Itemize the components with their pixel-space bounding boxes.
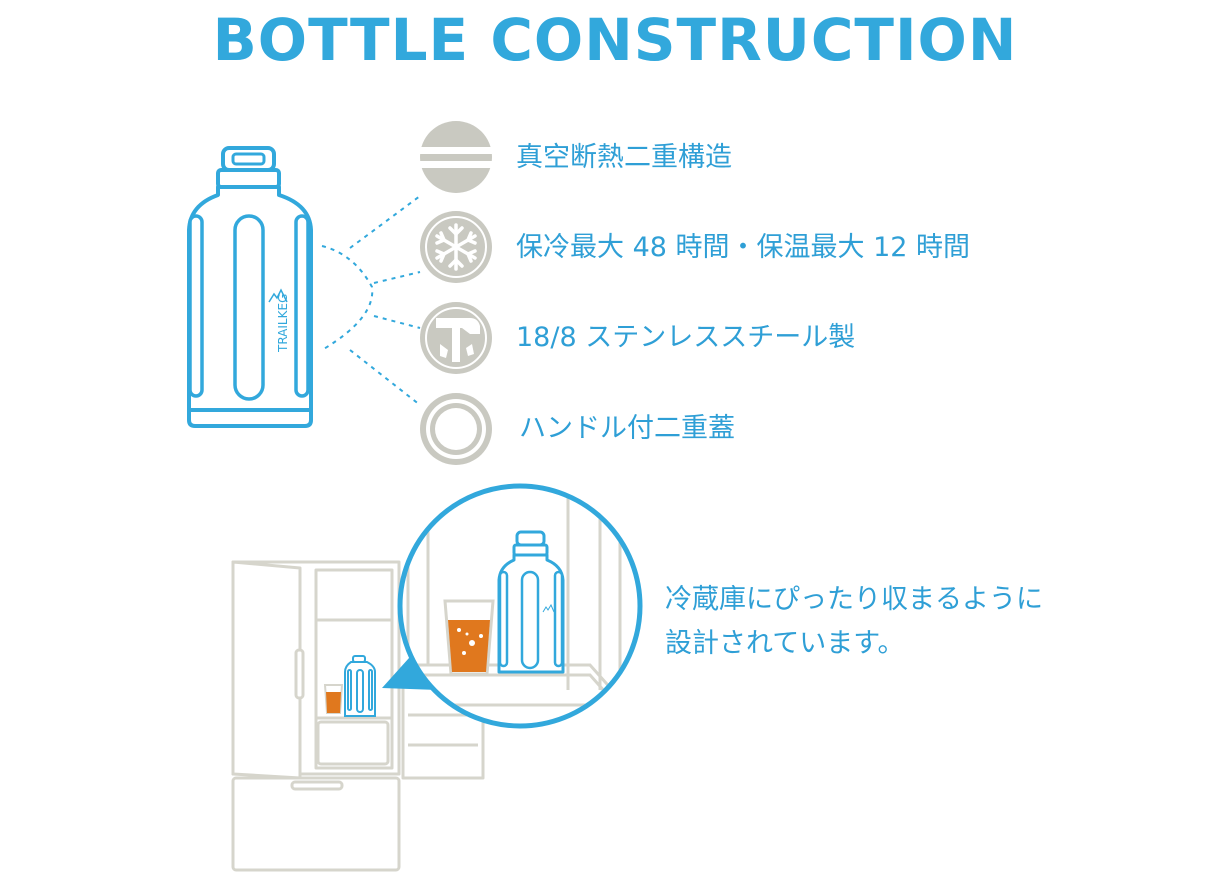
fridge-door-handle bbox=[294, 648, 305, 700]
hammer-icon bbox=[420, 302, 492, 374]
bottle-base bbox=[187, 408, 313, 428]
bottle-brand-text: TRAILKEG bbox=[276, 294, 290, 353]
bottle-rib bbox=[233, 214, 265, 401]
double-wall-icon bbox=[420, 121, 492, 193]
page-title: BOTTLE CONSTRUCTION bbox=[212, 6, 1018, 74]
feature-label-double-wall: 真空断熱二重構造 bbox=[516, 142, 732, 173]
lid-ring-icon bbox=[420, 393, 492, 465]
fridge-left-door bbox=[231, 560, 302, 780]
bottle-rib bbox=[188, 214, 204, 398]
magnifier-ring bbox=[397, 483, 643, 729]
feature-label-lid: ハンドル付二重蓋 bbox=[519, 413, 735, 444]
bottle-illustration bbox=[187, 146, 313, 428]
magnifier-callout bbox=[382, 483, 643, 729]
fridge-caption: 冷蔵庫にぴったり収まるように 設計されています。 bbox=[665, 578, 1043, 666]
feature-label-steel: 18/8 ステンレススチール製 bbox=[516, 322, 856, 353]
snowflake-icon bbox=[420, 211, 492, 283]
bottle-rib bbox=[294, 214, 310, 398]
bottle-logo: TRAILKEG bbox=[268, 288, 290, 353]
fridge-caption-line: 冷蔵庫にぴったり収まるように bbox=[665, 584, 1043, 615]
fridge-contents bbox=[323, 655, 376, 717]
fridge-bottom-drawer bbox=[231, 776, 401, 872]
bottle-handle bbox=[221, 146, 276, 172]
bottle-cap bbox=[216, 168, 281, 189]
feature-label-insulation: 保冷最大 48 時間・保温最大 12 時間 bbox=[516, 232, 971, 263]
connector-lines bbox=[321, 195, 421, 406]
fridge-caption-line: 設計されています。 bbox=[665, 628, 905, 659]
